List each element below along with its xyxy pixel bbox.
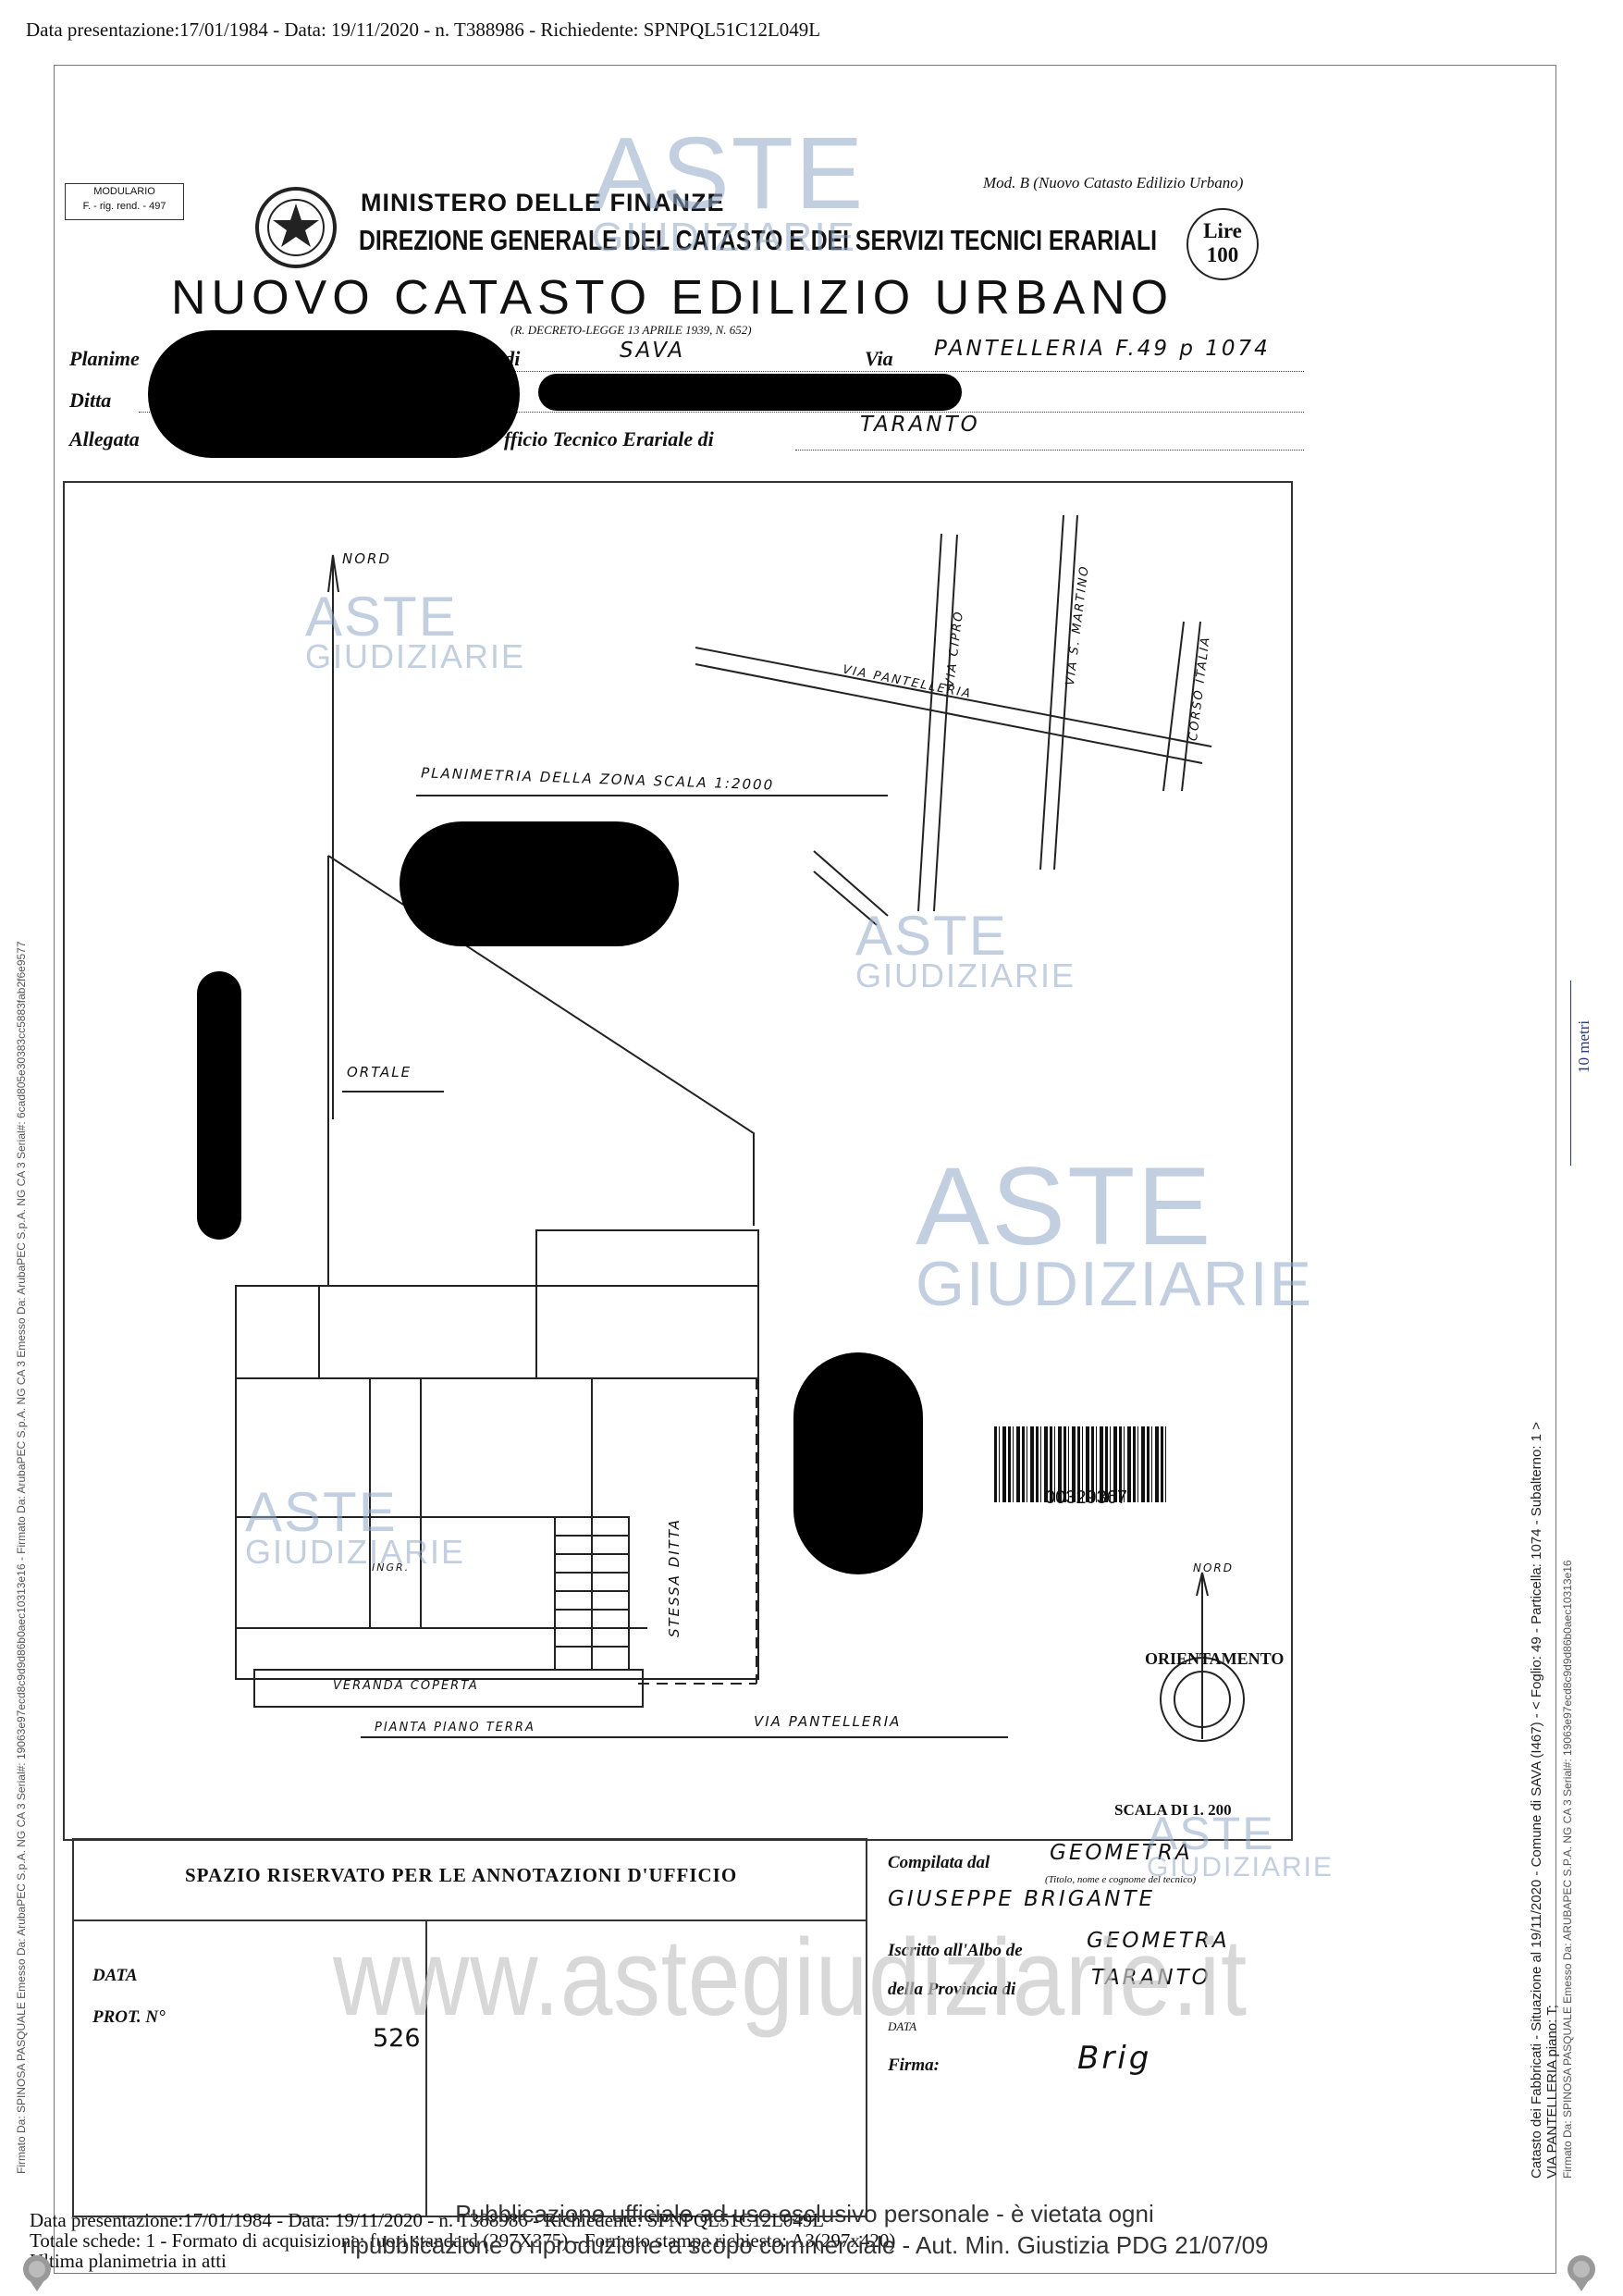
ingresso-label: INGR. [372, 1562, 411, 1574]
redaction-plan-2 [197, 971, 241, 1240]
watermark-top: ASTE GIUDIZIARIE [592, 123, 865, 260]
orientamento-label: ORIENTAMENTO [1145, 1649, 1285, 1668]
nord-small-label: NORD [1193, 1562, 1234, 1574]
barcode [994, 1426, 1168, 1502]
side-text-left: Firmato Da: SPINOSA PASQUALE Emesso Da: … [15, 941, 28, 2174]
scale-10-metri: 10 metri [1575, 1019, 1592, 1073]
sheet-border [54, 65, 1556, 2274]
document-title: NUOVO CATASTO EDILIZIO URBANO [171, 271, 1174, 325]
watermark-lower: ASTE GIUDIZIARIE [245, 1485, 466, 1571]
barcode-number: 00329367 [1045, 1487, 1127, 1508]
footer-notice2: ripubblicazione o riproduzione a scopo c… [342, 2231, 1269, 2259]
ufficio-label: fficio Tecnico Erariale di [504, 427, 714, 451]
watermark-mid: ASTE GIUDIZIARIE [855, 908, 1076, 994]
watermark-giudiziarie: GIUDIZIARIE [855, 957, 1076, 994]
watermark-giudiziarie: GIUDIZIARIE [592, 215, 857, 260]
watermark-giudiziarie: GIUDIZIARIE [1147, 1852, 1334, 1882]
modulario-line2: F. - rig. rend. - 497 [82, 201, 166, 212]
comune-value: SAVA [620, 339, 686, 363]
compilata-value: GEOMETRA [1050, 1841, 1193, 1865]
ministero-title: MINISTERO DELLE FINANZE [361, 189, 725, 216]
modulario-box: MODULARIO F. - rig. rend. - 497 [65, 183, 184, 220]
anno-prot-value: 526 [373, 2024, 421, 2053]
planimetria-label: Planime [69, 347, 140, 370]
footer-line2: Totale schede: 1 - Formato di acquisizio… [30, 2229, 896, 2252]
firma-value: Brig [1077, 2040, 1152, 2077]
ufficio-line [795, 449, 1304, 451]
ortale-label: ORTALE [347, 1064, 412, 1080]
scale-bar [1570, 981, 1571, 1166]
seal-right-icon [1568, 2255, 1595, 2291]
ufficio-value: TARANTO [860, 413, 980, 437]
watermark-giudiziarie: GIUDIZIARIE [305, 637, 526, 675]
footer-notice1: Pubblicazione ufficiale ad uso esclusivo… [455, 2200, 1154, 2228]
redaction-plan-3 [793, 1352, 923, 1574]
via-pantelleria-bottom-label: VIA PANTELLERIA [754, 1713, 902, 1730]
watermark-aste: ASTE [855, 905, 1008, 967]
ditta-label: Ditta [69, 389, 112, 412]
modulario-line1: MODULARIO [93, 186, 155, 197]
redaction-plan-1 [400, 821, 679, 946]
title-note: (Titolo, nome e cognome del tecnico) [1045, 1874, 1197, 1885]
iscritto-label: Iscritto all'Albo de [888, 1941, 1023, 1960]
stessa-ditta-label: STESSA DITTA [666, 1518, 682, 1637]
footer-line3: Ultima planimetria in atti [30, 2250, 227, 2272]
watermark-aste: ASTE [305, 586, 458, 648]
direzione-title: DIREZIONE GENERALE DEL CATASTO E DEI SER… [359, 224, 1158, 256]
header-line: Data presentazione:17/01/1984 - Data: 19… [26, 19, 821, 41]
provincia-label: della Provincia di [888, 1980, 1016, 1999]
watermark-left: ASTE GIUDIZIARIE [305, 589, 526, 675]
seal-left-icon [23, 2255, 51, 2291]
compilata-label: Compilata dal [888, 1853, 990, 1872]
watermark-aste: ASTE [245, 1481, 398, 1543]
anno-data-label: DATA [92, 1966, 138, 1985]
via-value: PANTELLERIA F.49 p 1074 [934, 337, 1271, 361]
side-text-right-2: VIA PANTELLERIA piano: T; [1544, 2005, 1560, 2179]
redaction-ditta [538, 374, 962, 411]
footer-line1: Data presentazione:17/01/1984 - Data: 19… [30, 2209, 825, 2231]
compiler-data-label: DATA [888, 2019, 917, 2033]
annotations-divider [72, 1920, 867, 1921]
iscritto-value: GEOMETRA [1087, 1929, 1230, 1953]
anno-prot-label: PROT. N° [92, 2007, 166, 2027]
decreto-note: (R. DECRETO-LEGGE 13 APRILE 1939, N. 652… [510, 323, 752, 337]
watermark-website: www.astegiudiziarie.it [333, 1917, 1248, 2039]
lire-label: Lire [1203, 219, 1242, 242]
firma-label: Firma: [888, 2055, 940, 2075]
via-label: Via [865, 347, 893, 370]
lire-stamp: Lire 100 [1187, 208, 1259, 280]
compiler-name: GIUSEPPE BRIGANTE [888, 1887, 1156, 1911]
provincia-value: TARANTO [1091, 1966, 1211, 1990]
watermark-aste: ASTE [592, 117, 866, 230]
allegata-label: Allegata [69, 427, 140, 451]
watermark-large: ASTE GIUDIZIARIE [916, 1151, 1314, 1319]
mod-b-label: Mod. B (Nuovo Catasto Edilizio Urbano) [983, 174, 1244, 191]
annotations-title: SPAZIO RISERVATO PER LE ANNOTAZIONI D'UF… [185, 1864, 738, 1886]
ditta-line [139, 411, 1304, 413]
watermark-giudiziarie: GIUDIZIARIE [916, 1249, 1314, 1319]
watermark-giudiziarie: GIUDIZIARIE [245, 1533, 466, 1571]
veranda-label: VERANDA COPERTA [333, 1679, 479, 1693]
redaction-owner [148, 330, 520, 458]
watermark-bottom-right: ASTE GIUDIZIARIE [1147, 1810, 1334, 1882]
side-text-right-1: Catasto dei Fabbricati - Situazione al 1… [1529, 1422, 1544, 2179]
annotations-col-divider [425, 1920, 427, 2217]
watermark-aste: ASTE [916, 1144, 1213, 1268]
scala-label: SCALA DI 1. 200 [1114, 1801, 1232, 1819]
watermark-aste: ASTE [1147, 1808, 1275, 1859]
lire-value: 100 [1206, 243, 1239, 266]
pianta-piano-terra-label: PIANTA PIANO TERRA [375, 1721, 535, 1734]
side-text-right-3: Firmato Da: SPINOSA PASQUALE Emesso Da: … [1561, 1560, 1574, 2179]
emblem-icon [255, 187, 337, 268]
nord-label: NORD [342, 550, 391, 567]
annotations-box [72, 1838, 867, 2217]
planimetria-line [157, 370, 1304, 372]
planimetria-frame [63, 481, 1293, 1841]
